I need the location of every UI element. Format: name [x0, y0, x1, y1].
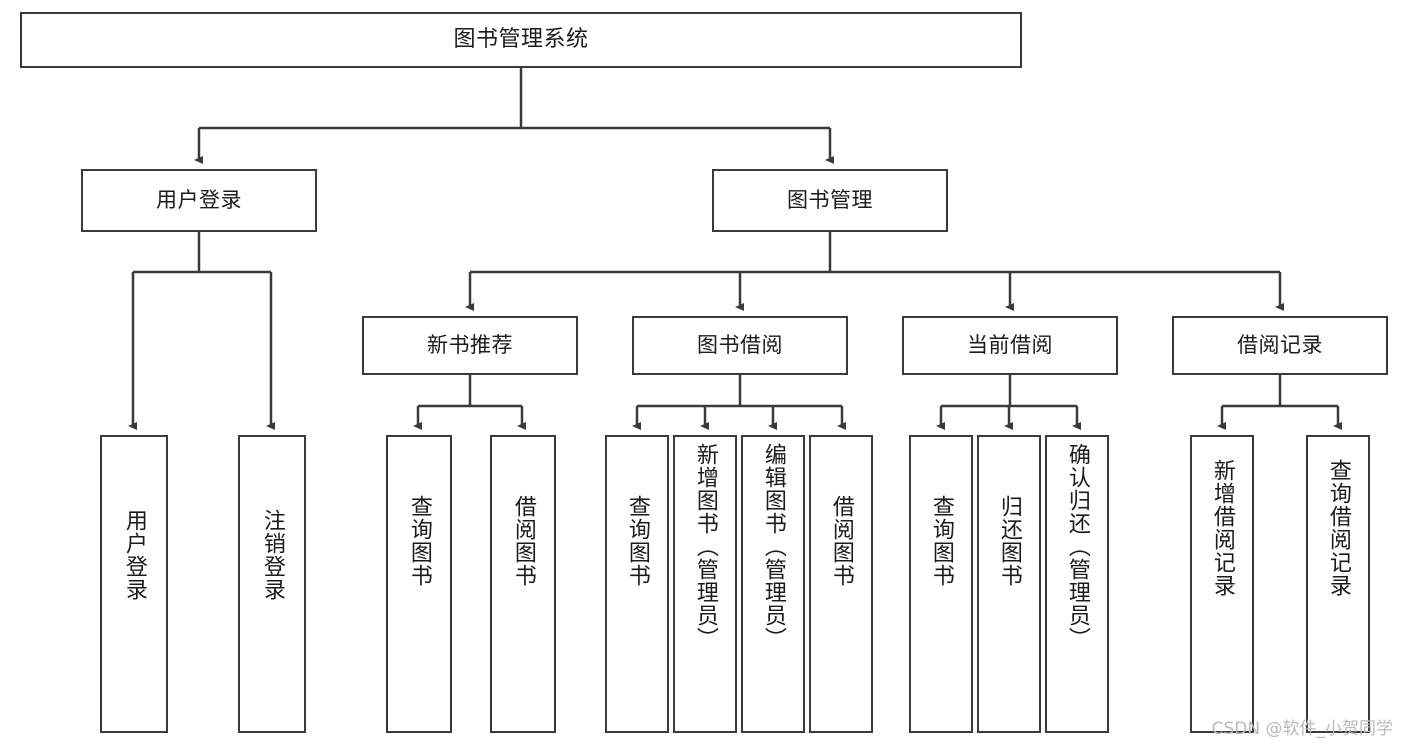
leaf-new-book-query-book[interactable]: 查询图书	[386, 435, 452, 733]
leaf-user-login-logout[interactable]: 注销登录	[238, 435, 306, 733]
node-label: 用户登录	[156, 188, 242, 213]
node-label: 图书管理系统	[453, 27, 589, 53]
leaf-current-borrow-confirm-return-admin[interactable]: 确认归还（管理员）	[1045, 435, 1109, 733]
node-current-borrow[interactable]: 当前借阅	[902, 316, 1118, 375]
leaf-borrow-records-query-record[interactable]: 查询借阅记录	[1306, 435, 1370, 733]
node-user-login[interactable]: 用户登录	[81, 169, 317, 232]
node-label: 借阅图书	[828, 495, 854, 587]
leaf-user-login-login[interactable]: 用户登录	[100, 435, 168, 733]
node-label: 编辑图书（管理员）	[760, 443, 786, 650]
leaf-current-borrow-return-book[interactable]: 归还图书	[977, 435, 1041, 733]
leaf-book-borrow-add-book-admin[interactable]: 新增图书（管理员）	[673, 435, 737, 733]
leaf-book-borrow-query-book[interactable]: 查询图书	[605, 435, 669, 733]
node-label: 图书借阅	[697, 333, 783, 358]
node-label: 查询借阅记录	[1325, 459, 1351, 597]
node-new-book-recommend[interactable]: 新书推荐	[362, 316, 578, 375]
leaf-new-book-borrow-book[interactable]: 借阅图书	[490, 435, 556, 733]
node-book-management[interactable]: 图书管理	[712, 169, 948, 232]
leaf-borrow-records-add-record[interactable]: 新增借阅记录	[1190, 435, 1254, 733]
node-label: 借阅图书	[510, 495, 536, 587]
node-label: 查询图书	[406, 495, 432, 587]
node-label: 确认归还（管理员）	[1064, 443, 1090, 650]
node-label: 查询图书	[928, 495, 954, 587]
node-label: 新增图书（管理员）	[692, 443, 718, 650]
node-label: 归还图书	[996, 495, 1022, 587]
node-label: 注销登录	[259, 509, 285, 601]
node-book-borrow[interactable]: 图书借阅	[632, 316, 848, 375]
node-label: 新增借阅记录	[1209, 459, 1235, 597]
node-label: 当前借阅	[967, 333, 1053, 358]
node-label: 新书推荐	[427, 333, 513, 358]
node-label: 用户登录	[121, 509, 147, 601]
node-root-book-management-system[interactable]: 图书管理系统	[20, 12, 1022, 68]
node-label: 查询图书	[624, 495, 650, 587]
leaf-current-borrow-query-book[interactable]: 查询图书	[909, 435, 973, 733]
leaf-book-borrow-edit-book-admin[interactable]: 编辑图书（管理员）	[741, 435, 805, 733]
watermark-text: CSDN @软件_小贺同学	[1211, 719, 1393, 739]
node-label: 借阅记录	[1237, 333, 1323, 358]
node-label: 图书管理	[787, 188, 873, 213]
node-borrow-records[interactable]: 借阅记录	[1172, 316, 1388, 375]
leaf-book-borrow-borrow-book[interactable]: 借阅图书	[809, 435, 873, 733]
